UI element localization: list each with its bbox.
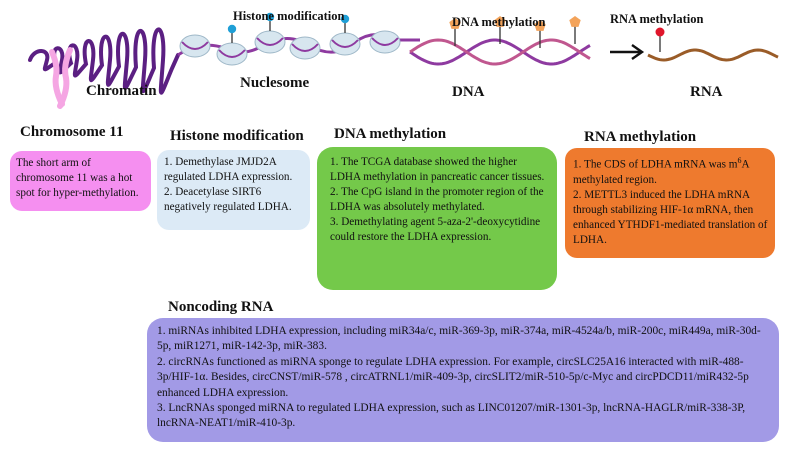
- chromatin-label: Chromatin: [86, 83, 157, 99]
- epigenetic-diagram: [28, 12, 779, 109]
- dna-wrap: [331, 39, 359, 48]
- histone-item-1: 1. Demethylase JMJD2A regulated LDHA exp…: [164, 156, 293, 183]
- dna-double-helix: [409, 16, 591, 66]
- noncoding-rna-box: 1. miRNAs inhibited LDHA expression, inc…: [147, 318, 779, 442]
- chromosome-icon: [49, 47, 73, 109]
- dna-label: DNA: [452, 84, 485, 100]
- rna-item-1: 1. The CDS of LDHA mRNA was m6A methylat…: [573, 153, 769, 188]
- dna-item-2: 2. The CpG island in the promoter region…: [330, 186, 544, 213]
- dna-wrap: [218, 49, 246, 58]
- nuclesome-label: Nuclesome: [240, 75, 310, 91]
- rna-item-2: 2. METTL3 induced the LDHA mRNA through …: [573, 188, 768, 246]
- histone-modification-box: 1. Demethylase JMJD2A regulated LDHA exp…: [157, 150, 310, 230]
- histone-item-2: 2. Deacetylase SIRT6 negatively regulate…: [164, 186, 292, 213]
- histone-mark: [227, 24, 237, 34]
- dna-strand: [409, 38, 591, 66]
- dna-wrap: [256, 37, 284, 46]
- noncoding-rna-title: Noncoding RNA: [168, 299, 274, 315]
- chromosome-11-title: Chromosome 11: [20, 124, 124, 140]
- methyl-group: [569, 16, 581, 27]
- arrow-head: [631, 44, 645, 60]
- rna-item-1-text: 1. The CDS of LDHA mRNA was m: [573, 158, 738, 171]
- chromatid-right: [57, 47, 73, 109]
- noncoding-item-3: 3. LncRNAs sponged miRNA to regulated LD…: [157, 402, 746, 430]
- nucleosome-bead: [329, 32, 361, 56]
- rna-strand: [647, 27, 779, 62]
- dna-wrap: [181, 41, 209, 50]
- rna-item-1-text-end: A methylated region.: [573, 158, 749, 186]
- dna-item-3: 3. Demethylating agent 5-aza-2'-deoxycyt…: [330, 216, 541, 243]
- dna-wrap: [371, 37, 399, 46]
- nucleosome-bead: [289, 36, 321, 60]
- rna-wave: [647, 48, 779, 62]
- methyl-group: [449, 18, 461, 29]
- rna-methyl-mark: [655, 27, 665, 37]
- rna-label: RNA: [690, 84, 723, 100]
- rna-methylation-top-label: RNA methylation: [610, 12, 704, 26]
- histone-modification-title: Histone modification: [170, 128, 304, 144]
- rna-methylation-title: RNA methylation: [584, 129, 697, 145]
- chromatin-coil: [28, 27, 180, 95]
- nucleosome-bead: [216, 42, 248, 66]
- methyl-group: [534, 20, 546, 31]
- chromatid-left: [49, 49, 65, 107]
- nucleosome-bead: [369, 30, 401, 54]
- histone-modification-top-label: Histone modification: [233, 9, 345, 23]
- nucleosome-beads: [177, 12, 420, 66]
- dna-methylation-title: DNA methylation: [334, 126, 447, 142]
- chromosome-11-text: The short arm of chromosome 11 was a hot…: [16, 157, 139, 199]
- dna-wrap: [291, 43, 319, 52]
- rna-methylation-box: 1. The CDS of LDHA mRNA was m6A methylat…: [565, 148, 775, 258]
- histone-mark: [265, 12, 275, 22]
- methyl-group: [494, 16, 506, 27]
- dna-methylation-box: 1. The TCGA database showed the higher L…: [317, 147, 557, 290]
- noncoding-item-1: 1. miRNAs inhibited LDHA expression, inc…: [157, 325, 761, 353]
- rna-item-1-superscript: 6: [737, 156, 742, 165]
- histone-mark: [340, 14, 350, 24]
- chromatin-fiber: [28, 27, 180, 95]
- right-arrow-icon: [610, 44, 645, 60]
- noncoding-item-2: 2. circRNAs functioned as miRNA sponge t…: [157, 355, 749, 399]
- chromosome-11-box: The short arm of chromosome 11 was a hot…: [10, 151, 151, 211]
- nucleosome-bead: [179, 34, 211, 58]
- dna-item-1: 1. The TCGA database showed the higher L…: [330, 156, 545, 183]
- dna-methylation-top-label: DNA methylation: [452, 15, 546, 29]
- nucleosome-bead: [254, 30, 286, 54]
